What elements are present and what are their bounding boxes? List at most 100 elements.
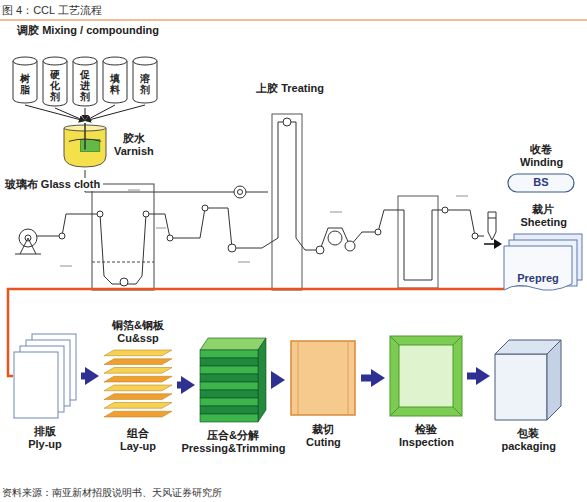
glass-cloth-roll xyxy=(15,229,41,254)
feed-arrow xyxy=(484,239,502,249)
inspection-panel: 检验 Inspection xyxy=(390,336,462,416)
ingredient-drum: 促进剂 xyxy=(72,56,98,107)
shape-label: 填料 xyxy=(110,73,120,95)
shape-part xyxy=(104,394,172,400)
cloth-path xyxy=(37,122,484,284)
section-label: 玻璃布 Glass cloth xyxy=(2,178,103,191)
drum-lid xyxy=(103,57,127,65)
tag-ticks xyxy=(128,190,140,191)
tag-ticks xyxy=(330,212,342,213)
cut-panel xyxy=(290,340,356,416)
tag-ticks xyxy=(60,190,468,266)
stage-label: 收卷 Winding xyxy=(520,143,562,169)
varnish-feed-line xyxy=(238,190,243,195)
guide-rollers xyxy=(59,233,65,239)
title-rule xyxy=(0,20,587,21)
shape-part xyxy=(200,414,258,422)
shape-part xyxy=(200,406,258,414)
tag-ticks xyxy=(238,262,250,263)
feed-line xyxy=(25,105,79,119)
process-arrow xyxy=(467,373,476,380)
shape-part xyxy=(200,398,258,406)
shape-outline xyxy=(390,336,462,416)
guide-rollers xyxy=(283,118,291,126)
shape-part xyxy=(508,174,574,192)
title-rule xyxy=(0,20,587,21)
bevel-line xyxy=(390,336,399,345)
tag-ticks xyxy=(60,266,72,267)
shape-part xyxy=(14,352,58,418)
shape-part xyxy=(80,139,99,151)
package-box: 包装 packaging xyxy=(495,340,561,420)
winding-roll: 收卷 WindingBS xyxy=(508,174,574,192)
shape-outline xyxy=(14,334,76,418)
glass-cloth-roll xyxy=(15,254,41,255)
shape-part xyxy=(104,385,172,391)
press-stack xyxy=(200,338,266,422)
shape-part xyxy=(104,368,172,374)
shape-part xyxy=(104,350,172,356)
ingredient-drum: 填料 xyxy=(102,56,128,104)
figure-title: 图 4：CCL 工艺流程 xyxy=(2,3,102,18)
treating-tower xyxy=(272,114,302,290)
shape-label: 树脂 xyxy=(20,73,30,95)
shape-outline xyxy=(495,340,561,420)
guide-rollers xyxy=(345,241,355,251)
shape-label: 硬化剂 xyxy=(50,69,60,102)
shape-part xyxy=(200,374,258,382)
drum-lid xyxy=(13,57,37,65)
varnish-tank: 胶水 Varnish xyxy=(62,122,108,168)
guide-rollers xyxy=(59,118,478,286)
shape-part xyxy=(200,350,258,358)
varnish-tank xyxy=(62,122,108,168)
cutter-pen xyxy=(488,212,496,240)
shape-part xyxy=(200,390,258,398)
varnish-feed-line xyxy=(85,170,234,192)
guide-rollers xyxy=(228,244,236,252)
source-caption: 资料来源：南亚新材招股说明书、天风证券研究所 xyxy=(2,486,222,500)
shape-outline xyxy=(200,338,266,422)
shape-outline xyxy=(73,57,97,106)
guide-rollers xyxy=(316,246,324,254)
tag-ticks xyxy=(156,228,166,229)
drum-lid xyxy=(43,57,67,65)
section-label: 调胶 Mixing / compounding xyxy=(15,24,162,37)
guide-rollers xyxy=(472,233,478,239)
bevel-line xyxy=(390,407,399,416)
drum-body xyxy=(43,61,67,106)
shape-part xyxy=(390,336,462,416)
ingredient-drum: 溶剂 xyxy=(132,56,158,104)
drum-body xyxy=(13,61,37,103)
guide-rollers xyxy=(442,207,448,213)
lay-up-sheets: 铜箔&钢板 Cu&ssp组合 Lay-up xyxy=(104,350,172,420)
stage-label: 压合&分解 Pressing&Trimming xyxy=(182,429,285,455)
guide-rollers xyxy=(120,278,128,286)
stage-label: 组合 Lay-up xyxy=(120,427,157,453)
tag-ticks xyxy=(456,196,468,197)
feed-arrow xyxy=(494,239,502,249)
dip-tank xyxy=(92,262,154,263)
shape-part xyxy=(104,403,172,409)
guide-rollers xyxy=(375,229,381,235)
guide-rollers xyxy=(143,211,149,217)
ingredient-drum: 硬化剂 xyxy=(42,56,68,107)
shape-part xyxy=(495,354,547,420)
stage-label: 胶水 Varnish xyxy=(114,132,153,158)
shape-part xyxy=(200,366,258,374)
drum-lid xyxy=(133,57,157,65)
inspection-panel xyxy=(390,336,462,416)
process-arrow xyxy=(81,373,85,380)
ply-up-stack xyxy=(14,334,76,418)
process-arrow xyxy=(177,382,181,389)
glass-cloth-roll xyxy=(20,238,36,254)
shape-label: BS xyxy=(533,176,548,189)
shape-outline xyxy=(103,57,127,103)
shape-part xyxy=(200,338,266,350)
shape-outline xyxy=(133,57,157,103)
stage-label: 裁片 Sheeting xyxy=(521,203,566,229)
shape-part xyxy=(258,338,266,422)
shape-label: Prepreg xyxy=(517,272,559,285)
ply-up-stack: 排版 Ply-up xyxy=(14,334,76,418)
drum-body xyxy=(133,61,157,103)
